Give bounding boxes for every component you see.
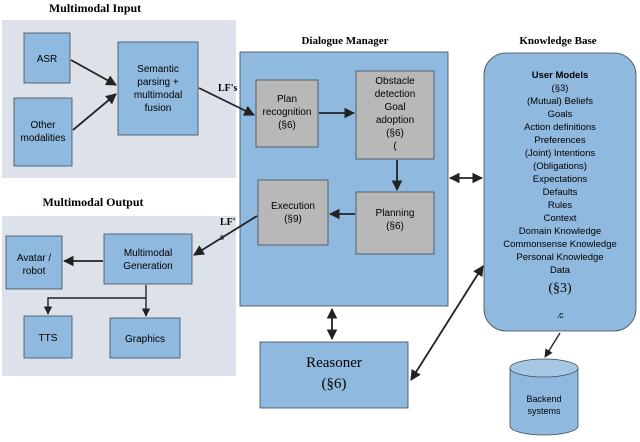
reasoner-box: [259, 341, 409, 409]
plan-recognition-label-2: recognition: [263, 107, 312, 118]
reasoner-label: Reasoner: [306, 355, 362, 371]
lfs-in-label: LF's: [218, 83, 238, 94]
execution-label-1: Execution: [271, 201, 315, 212]
knowledge-item: Action definitions: [524, 122, 596, 133]
multimodal-output-title: Multimodal Output: [42, 195, 143, 209]
avatar-label-1: Avatar /: [17, 253, 51, 264]
knowledge-item: Domain Knowledge: [519, 226, 601, 237]
tts-label: TTS: [39, 333, 58, 344]
obstacle-detection-box: [355, 70, 435, 160]
knowledge-item: Rules: [548, 200, 573, 211]
planning-box: [355, 191, 435, 255]
other-modalities-label-2: modalities: [20, 133, 65, 144]
avatar-label-2: robot: [23, 266, 46, 277]
execution-to-generation-arrow: [193, 215, 258, 256]
knowledge-item: (Mutual) Beliefs: [527, 96, 593, 107]
multimodal-generation-box: [103, 233, 193, 285]
asr-label: ASR: [37, 54, 58, 65]
knowledge-item: Data: [550, 265, 571, 276]
reasoner-knowledge-arrow: [410, 265, 484, 381]
knowledge-items-list: User Models (§3) (Mutual) BeliefsGoalsActi…: [503, 70, 617, 276]
multimodal-generation-label-1: Multimodal: [124, 248, 172, 259]
plan-recognition-label-1: Plan: [277, 94, 297, 105]
knowledge-item: (Obligations): [533, 161, 587, 172]
knowledge-item: (§3): [552, 83, 569, 94]
knowledge-base-box: [483, 52, 637, 332]
backend-label-1: Backend: [526, 394, 561, 404]
obstacle-detection-label-3: Goal: [384, 102, 405, 113]
planning-label-1: Planning: [376, 208, 415, 219]
lf-out-label-1: LF': [220, 217, 236, 228]
obstacle-detection-label-4: adoption: [376, 115, 414, 126]
knowledge-item: Personal Knowledge: [516, 252, 603, 263]
knowledge-base-title: Knowledge Base: [519, 35, 596, 47]
lf-out-label-2: s: [220, 232, 224, 243]
semantic-parsing-label-3: multimodal: [134, 90, 182, 101]
graphics-label: Graphics: [125, 334, 165, 345]
knowledge-section-label: (§3): [548, 281, 572, 296]
knowledge-item: User Models: [532, 70, 589, 81]
execution-box: [257, 179, 329, 246]
semantic-parsing-label-2: parsing +: [137, 77, 179, 88]
knowledge-backend-arrow: [544, 332, 561, 358]
parsing-to-plan-arrow: [198, 87, 255, 116]
knowledge-item: Expectations: [533, 174, 588, 185]
semantic-parsing-label-4: fusion: [145, 103, 172, 114]
dialogue-manager-title: Dialogue Manager: [301, 35, 388, 47]
backend-systems-cylinder: [509, 358, 579, 436]
other-modalities-box: [13, 97, 73, 167]
knowledge-item: Context: [544, 213, 577, 224]
knowledge-item: Preferences: [534, 135, 585, 146]
other-modalities-label-1: Other: [30, 120, 56, 131]
obstacle-detection-label-6: (: [393, 141, 397, 152]
knowledge-item: Commonsense Knowledge: [503, 239, 617, 250]
execution-label-2: (§9): [284, 214, 302, 225]
planning-label-2: (§6): [386, 221, 404, 232]
knowledge-item: (Joint) Intentions: [525, 148, 595, 159]
avatar-box: [5, 235, 63, 290]
obstacle-detection-label-5: (§6): [386, 128, 404, 139]
plan-recognition-box: [255, 79, 319, 148]
plan-recognition-label-3: (§6): [278, 120, 296, 131]
generation-to-tts-arrow: [43, 285, 147, 315]
asr-box: [23, 32, 71, 84]
knowledge-tail-label: .c: [556, 310, 564, 320]
obstacle-detection-label-2: detection: [375, 89, 416, 100]
asr-to-parsing-arrow: [70, 59, 117, 86]
multimodal-input-title: Multimodal Input: [49, 1, 141, 15]
obstacle-detection-label-1: Obstacle: [375, 76, 415, 87]
multimodal-generation-label-2: Generation: [123, 261, 172, 272]
other-to-parsing-arrow: [72, 93, 117, 131]
knowledge-item: Defaults: [543, 187, 578, 198]
knowledge-item: Goals: [548, 109, 573, 120]
backend-label-2: systems: [527, 406, 561, 416]
tts-box: [23, 315, 73, 359]
reasoner-section: (§6): [322, 376, 347, 392]
graphics-box: [109, 317, 181, 359]
semantic-parsing-label-1: Semantic: [137, 64, 179, 75]
semantic-parsing-box: [117, 41, 199, 136]
